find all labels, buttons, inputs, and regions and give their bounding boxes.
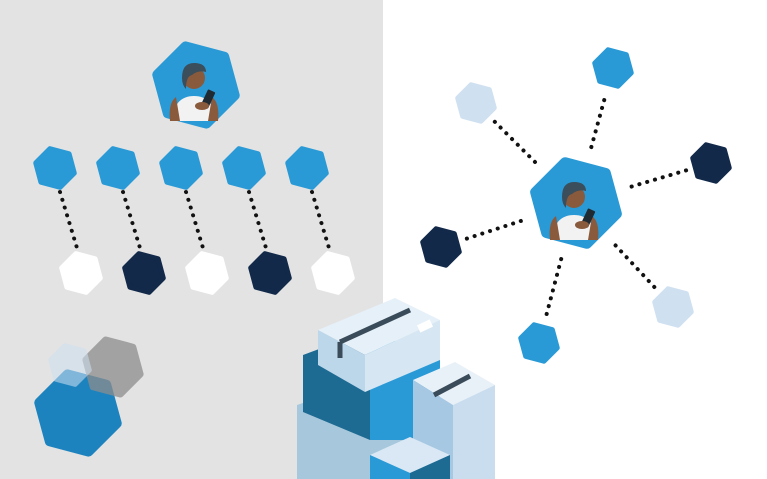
hexagon-node-top (159, 146, 203, 190)
package-boxes (297, 298, 495, 479)
hexagon-node-bottom (185, 251, 229, 295)
dotted-connector (247, 190, 268, 250)
dotted-connector (121, 190, 142, 250)
hexagon-light (48, 343, 92, 387)
hexagon-gray (82, 336, 144, 398)
hexagon-node-bottom (122, 251, 166, 295)
dotted-connector (492, 119, 537, 164)
hexagon-satellite (592, 47, 634, 89)
hexagon-satellite (690, 142, 732, 184)
dotted-connector (310, 190, 331, 250)
dotted-connector (184, 190, 205, 250)
dotted-connector (613, 243, 658, 290)
dotted-connectors (58, 91, 689, 320)
hexagon-node-top (33, 146, 77, 190)
hexagon-node-top (96, 146, 140, 190)
dotted-connector (58, 190, 79, 250)
hexagon-node-top (285, 146, 329, 190)
dotted-connector (589, 91, 609, 150)
hexagon-node-bottom (248, 251, 292, 295)
hexagon-node-bottom (59, 251, 103, 295)
person-with-tablet-avatar (549, 182, 599, 240)
person-with-tablet-avatar (169, 63, 219, 121)
dotted-connector (463, 218, 523, 241)
dotted-connector (629, 168, 689, 189)
hexagon-satellite (420, 226, 462, 268)
hexagon-satellite (455, 82, 497, 124)
hexagon-satellite (518, 322, 560, 364)
hexagon-satellite (652, 286, 694, 328)
hexagon-node-top (222, 146, 266, 190)
dotted-connector (543, 257, 564, 320)
hexagon-node-bottom (311, 251, 355, 295)
